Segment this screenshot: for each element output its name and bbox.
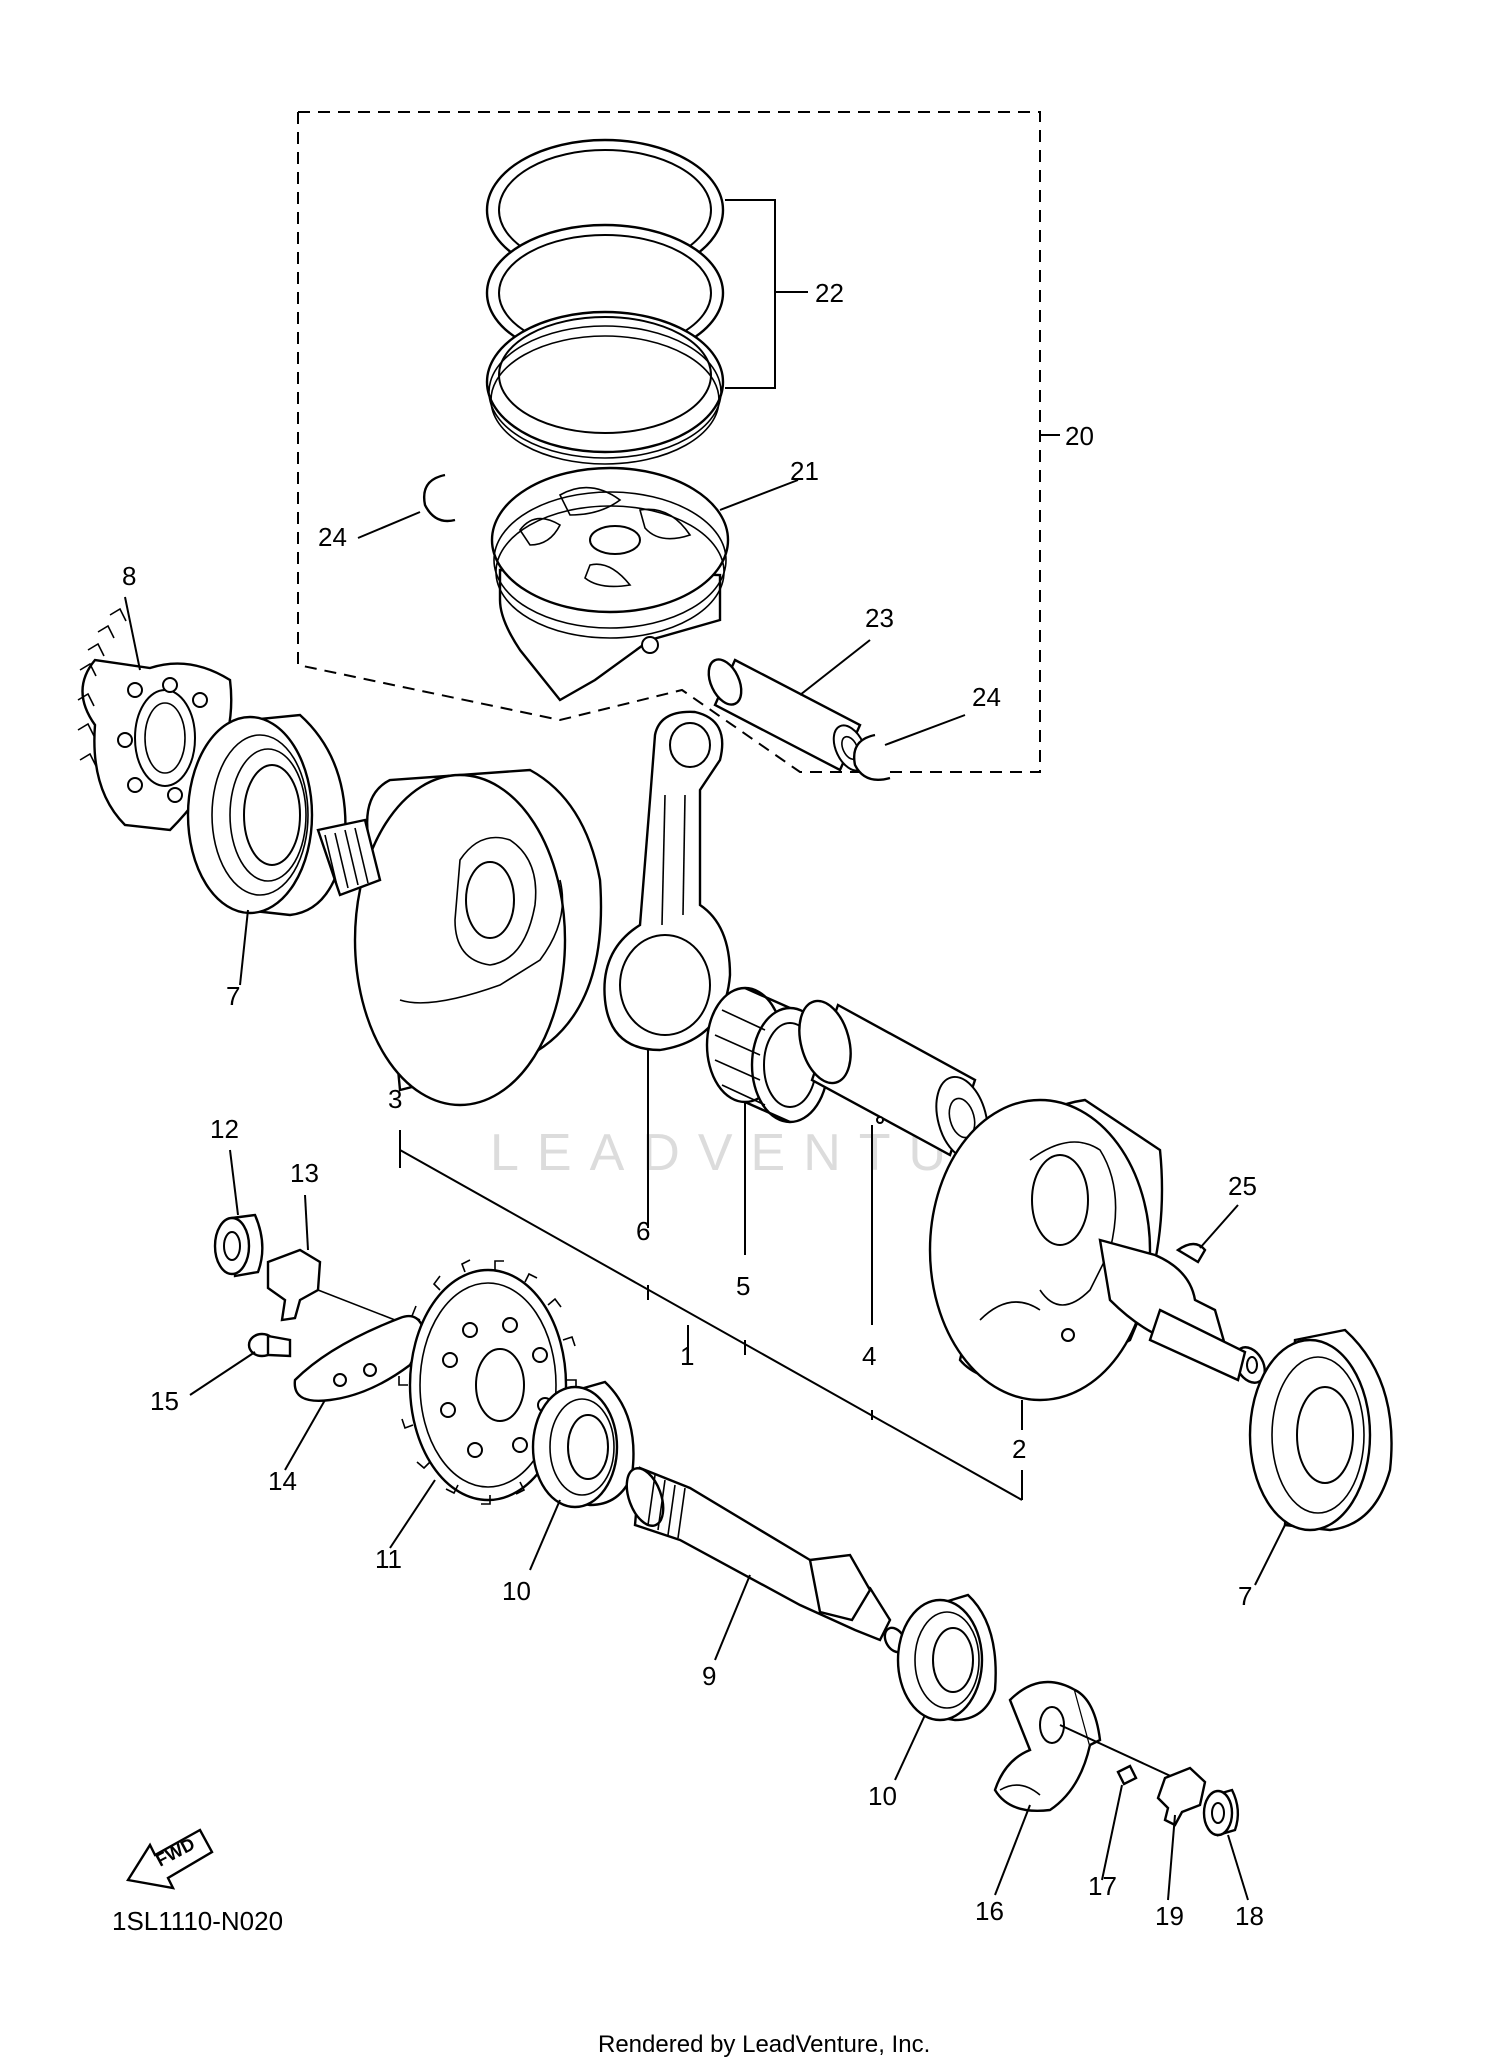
callout-5: 5: [736, 1271, 750, 1301]
leader-18: [1227, 1834, 1249, 1901]
leader-21: [719, 479, 799, 511]
piston-assembly-boundary: [297, 111, 1041, 773]
lock-washer-19[interactable]: [1156, 1766, 1207, 1827]
crankshaft-bearing-right[interactable]: [1248, 1328, 1393, 1532]
leader-24a: [357, 511, 421, 539]
callout-9: 9: [702, 1661, 716, 1691]
callout-22: 22: [815, 278, 844, 308]
forward-direction-arrow: FWD: [126, 1828, 214, 1890]
diagram-code: 1SL1110-N020: [112, 1906, 283, 1936]
callout-24-right: 24: [972, 682, 1001, 712]
callout-3: 3: [388, 1084, 402, 1114]
callout-2: 2: [1012, 1434, 1026, 1464]
leader-17: [1101, 1784, 1123, 1881]
woodruff-key[interactable]: [1175, 1242, 1207, 1264]
lock-washer-13[interactable]: [266, 1248, 322, 1322]
piston-pin-clip-right[interactable]: [853, 733, 891, 782]
callout-6: 6: [636, 1216, 650, 1246]
crankshaft-assembly-bracket: [399, 1149, 1023, 1501]
callout-18: 18: [1235, 1901, 1264, 1931]
piston-pin[interactable]: [702, 654, 873, 775]
callout-8: 8: [122, 561, 136, 591]
footer-credit: Rendered by LeadVenture, Inc.: [598, 2031, 930, 2058]
plate-14[interactable]: [293, 1314, 427, 1402]
callout-7-right: 7: [1238, 1581, 1252, 1611]
piston[interactable]: [490, 466, 730, 702]
key-17[interactable]: [1116, 1764, 1138, 1786]
leader-23: [799, 639, 871, 696]
crank-web-right[interactable]: [928, 1098, 1271, 1402]
bolt-15[interactable]: [247, 1332, 292, 1358]
leader-25: [1199, 1204, 1239, 1249]
callout-15: 15: [150, 1386, 179, 1416]
crankshaft-bearing-left[interactable]: [186, 713, 347, 917]
balancer-bearing-upper[interactable]: [531, 1380, 635, 1509]
callout-14: 14: [268, 1466, 297, 1496]
leader-10b: [894, 1714, 926, 1781]
callout-17: 17: [1088, 1871, 1117, 1901]
callout-12: 12: [210, 1114, 239, 1144]
balancer-shaft[interactable]: [620, 1463, 910, 1655]
leader-15: [189, 1351, 256, 1396]
balancer-weight[interactable]: [993, 1680, 1102, 1812]
leader-10a: [529, 1499, 561, 1571]
callout-10-lower: 10: [868, 1781, 897, 1811]
callout-1: 1: [680, 1341, 694, 1371]
shaft-line-16: [1059, 1724, 1191, 1786]
leader-8: [124, 596, 141, 671]
leader-13: [304, 1194, 309, 1251]
nut-12[interactable]: [213, 1213, 264, 1278]
callout-13: 13: [290, 1158, 319, 1188]
leader-7a: [239, 909, 249, 986]
nut-18[interactable]: [1202, 1788, 1240, 1837]
callout-4: 4: [862, 1341, 876, 1371]
callout-7-left: 7: [226, 981, 240, 1011]
leader-7b: [1254, 1524, 1286, 1586]
callout-25: 25: [1228, 1171, 1257, 1201]
balancer-bearing-lower[interactable]: [896, 1593, 997, 1722]
leader-24b: [884, 714, 966, 746]
callout-11: 11: [375, 1544, 402, 1574]
leader-12: [229, 1149, 239, 1216]
callout-19: 19: [1155, 1901, 1184, 1931]
callout-21: 21: [790, 456, 819, 486]
callout-10-upper: 10: [502, 1576, 531, 1606]
leader-14: [284, 1399, 326, 1471]
leader-11: [389, 1479, 436, 1549]
balancer-drive-gear[interactable]: [398, 1259, 577, 1505]
crank-web-left[interactable]: [316, 768, 603, 1107]
callout-24-left: 24: [318, 522, 347, 552]
callout-16: 16: [975, 1896, 1004, 1926]
piston-pin-clip-left[interactable]: [423, 473, 456, 523]
leader-16: [994, 1804, 1031, 1896]
piston-ring-set[interactable]: [485, 138, 725, 465]
callout-23: 23: [865, 603, 894, 633]
leader-9: [714, 1574, 751, 1661]
ring-bracket: [725, 199, 776, 389]
callout-20: 20: [1065, 421, 1094, 451]
connecting-rod[interactable]: [603, 710, 732, 1052]
leader-19: [1167, 1814, 1176, 1901]
